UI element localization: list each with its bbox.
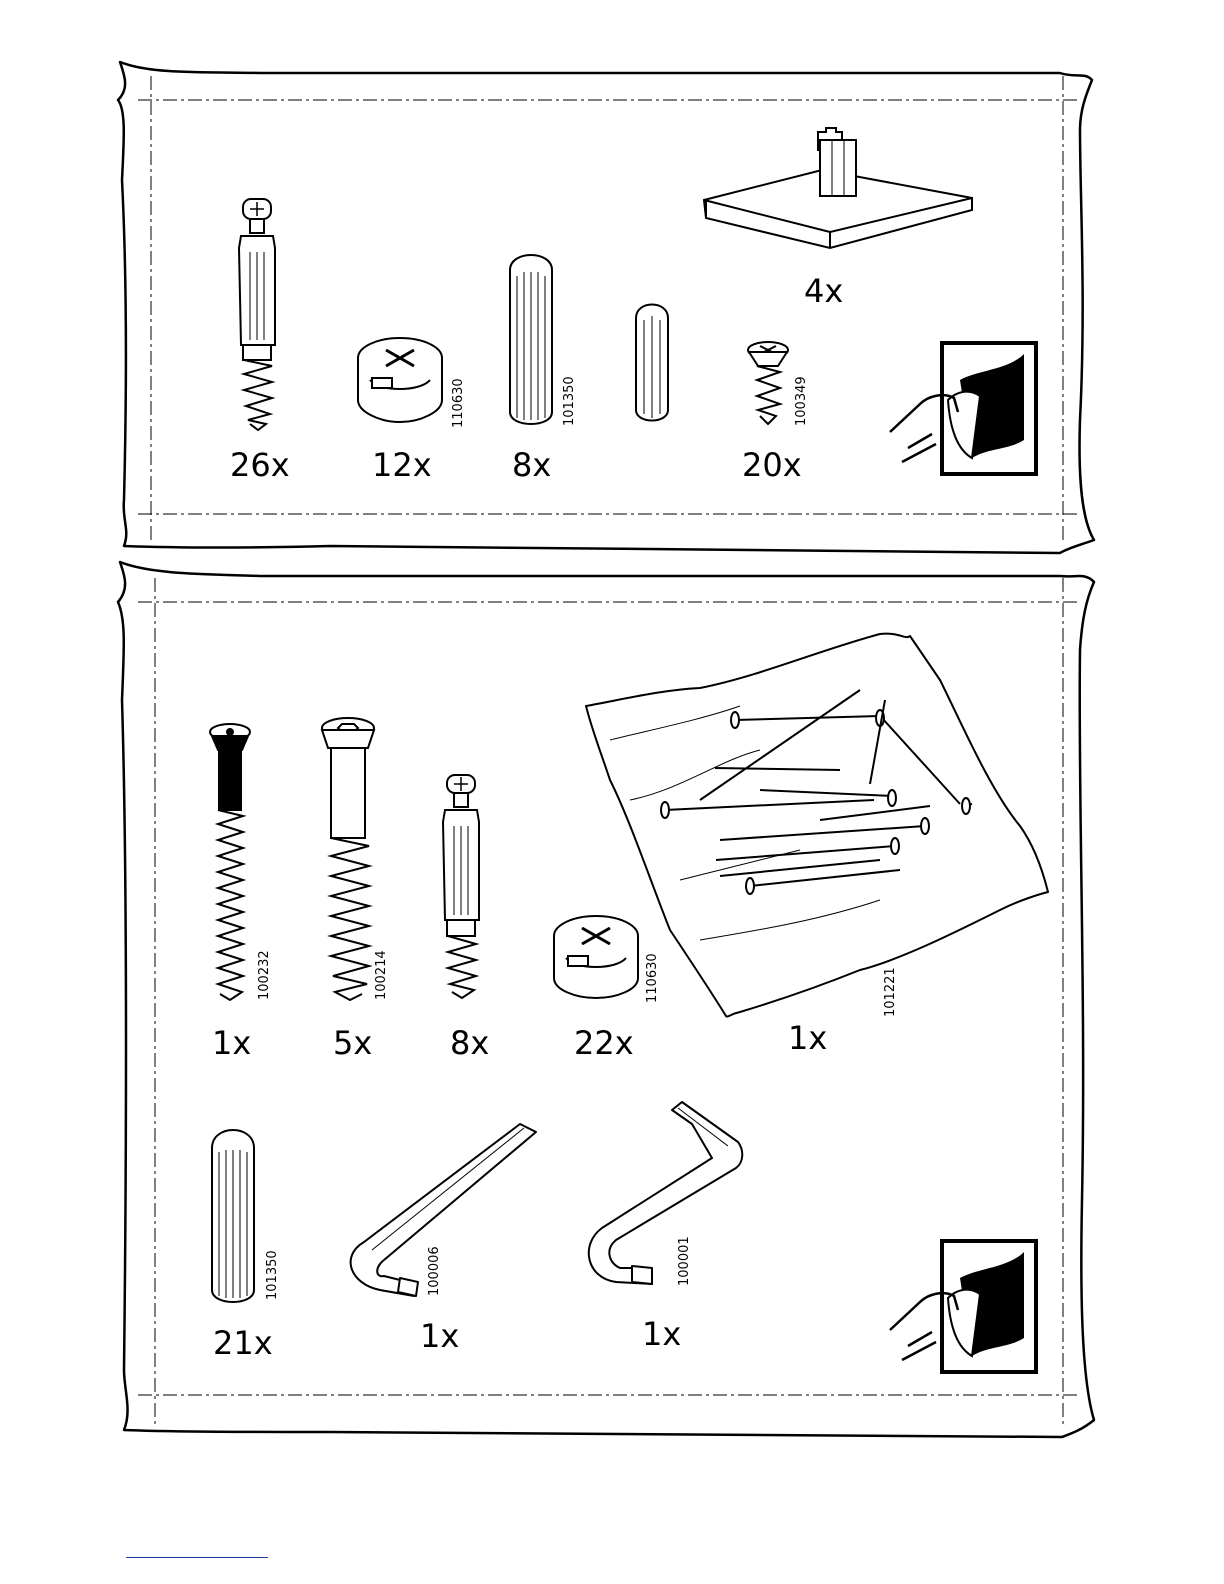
black-bolt-quantity: 1x bbox=[212, 1027, 251, 1059]
dowel-2-drawing bbox=[212, 1130, 254, 1302]
foot-quantity: 4x bbox=[804, 275, 843, 307]
cam-bolt-2-drawing bbox=[443, 775, 479, 998]
cam-bolt-drawing bbox=[239, 199, 275, 430]
cam-lock-drawing bbox=[358, 338, 442, 422]
cam-lock-2-quantity: 22x bbox=[574, 1027, 634, 1059]
screw-drawing bbox=[748, 342, 788, 424]
cam-lock-2-drawing bbox=[554, 916, 638, 998]
footer-rule bbox=[126, 1557, 268, 1558]
dowel-2-quantity: 21x bbox=[213, 1327, 273, 1359]
allen-key-short-quantity: 1x bbox=[642, 1318, 681, 1350]
black-bolt-drawing bbox=[210, 724, 250, 1000]
hex-bolt-quantity: 5x bbox=[333, 1027, 372, 1059]
dowel-quantity: 8x bbox=[512, 449, 551, 481]
hand-peel-sticker-icon bbox=[888, 340, 1040, 478]
cam-bolt-2-quantity: 8x bbox=[450, 1027, 489, 1059]
hex-bolt-drawing bbox=[322, 718, 374, 1000]
allen-key-long-quantity: 1x bbox=[420, 1320, 459, 1352]
small-dowel-drawing bbox=[636, 305, 668, 421]
nail-bag-quantity: 1x bbox=[788, 1022, 827, 1054]
allen-key-long-part-number: 100006 bbox=[428, 1246, 441, 1296]
cam-lock-quantity: 12x bbox=[372, 449, 432, 481]
allen-key-long-drawing bbox=[351, 1124, 536, 1296]
screw-part-number: 100349 bbox=[795, 376, 808, 426]
dowel-part-number: 101350 bbox=[563, 376, 576, 426]
nail-bag-part-number: 101221 bbox=[884, 967, 897, 1017]
cam-bolt-quantity: 26x bbox=[230, 449, 290, 481]
hand-peel-sticker-icon bbox=[888, 1238, 1040, 1376]
dowel-drawing bbox=[510, 255, 552, 424]
allen-key-short-drawing bbox=[589, 1102, 742, 1284]
cam-lock-part-number: 110630 bbox=[452, 378, 465, 428]
foot-drawing bbox=[704, 128, 972, 248]
black-bolt-part-number: 100232 bbox=[258, 950, 271, 1000]
hex-bolt-part-number: 100214 bbox=[375, 950, 388, 1000]
screw-quantity: 20x bbox=[742, 449, 802, 481]
dowel-2-part-number: 101350 bbox=[266, 1250, 279, 1300]
cam-lock-2-part-number: 110630 bbox=[646, 953, 659, 1003]
allen-key-short-part-number: 100001 bbox=[678, 1236, 691, 1286]
